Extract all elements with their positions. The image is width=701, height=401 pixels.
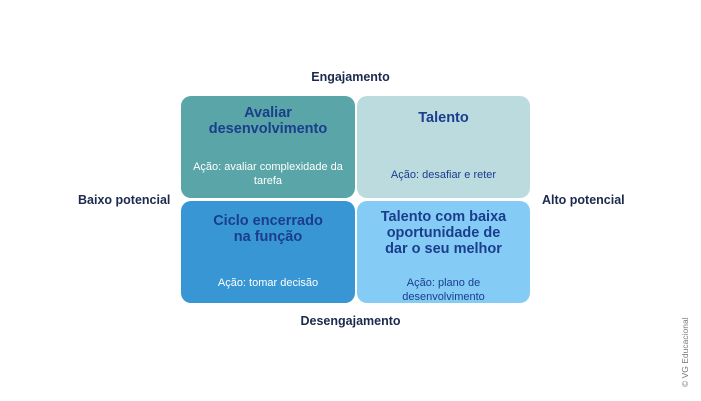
credit-text: © VG Educacional	[680, 317, 690, 387]
quadrant-top-left: Avaliar desenvolvimento Ação: avaliar co…	[181, 96, 355, 198]
quadrant-bottom-right: Talento com baixa oportunidade de dar o …	[357, 201, 530, 303]
quadrant-top-right: Talento Ação: desafiar e reter	[357, 96, 530, 198]
quadrant-bottom-left: Ciclo encerrado na função Ação: tomar de…	[181, 201, 355, 303]
quadrant-action: Ação: plano de desenvolvimento	[402, 277, 485, 303]
quadrant-action: Ação: desafiar e reter	[390, 169, 497, 181]
quadrant-title: Avaliar desenvolvimento	[208, 105, 328, 137]
quadrant-title: Talento	[418, 110, 469, 126]
axis-label-right: Alto potencial	[542, 193, 625, 207]
quadrant-action: Ação: tomar decisão	[217, 277, 319, 289]
quadrant-title: Talento com baixa oportunidade de dar o …	[380, 209, 507, 257]
quadrant-action: Ação: avaliar complexidade da tarefa	[193, 161, 343, 187]
axis-label-bottom: Desengajamento	[300, 314, 401, 328]
axis-label-top: Engajamento	[311, 70, 390, 84]
axis-label-left: Baixo potencial	[78, 193, 171, 207]
quadrant-title: Ciclo encerrado na função	[213, 213, 323, 245]
